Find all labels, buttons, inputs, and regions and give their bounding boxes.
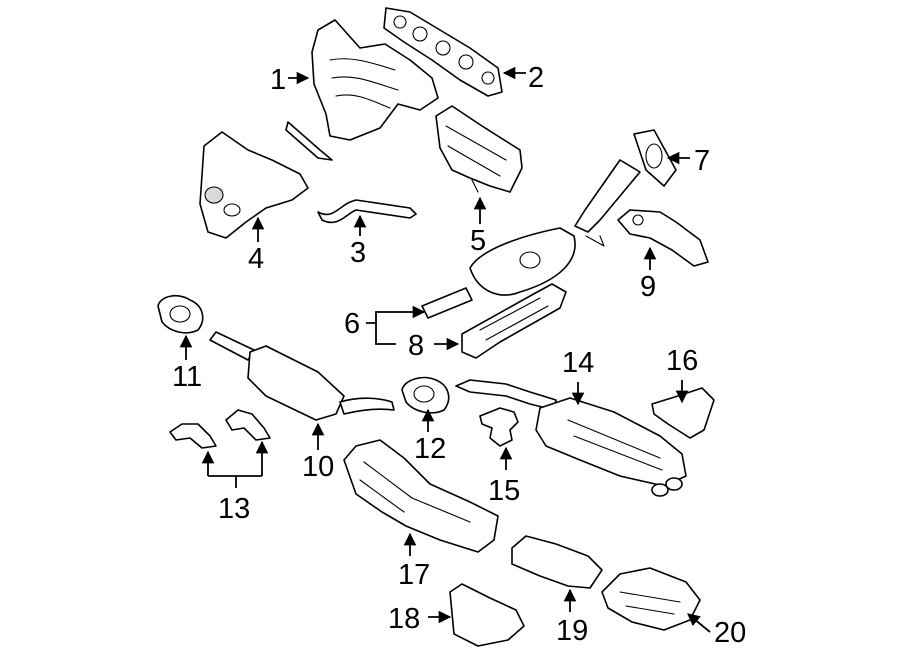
callout-6: 6 [344, 308, 360, 340]
clamp-11 [157, 294, 204, 334]
leader-lines [179, 66, 711, 633]
catalytic-converter [421, 159, 641, 319]
bracket-3 [317, 199, 417, 224]
heat-shield-18 [449, 583, 525, 647]
manifold-gasket [383, 7, 503, 97]
heat-shield-19 [511, 535, 603, 589]
callout-10: 10 [302, 451, 334, 483]
callout-labels: 1 2 3 4 5 6 7 8 9 10 11 12 13 14 15 16 1… [172, 62, 746, 649]
callout-1: 1 [270, 64, 286, 96]
brackets-13 [169, 409, 271, 449]
shield-5 [435, 105, 523, 193]
heat-shield-16 [651, 387, 715, 439]
callout-19: 19 [556, 615, 588, 647]
callout-13: 13 [218, 493, 250, 525]
callout-4: 4 [248, 243, 264, 275]
clamp-12 [401, 376, 450, 414]
gasket-7 [633, 129, 677, 187]
callout-17: 17 [398, 559, 430, 591]
callout-2: 2 [528, 62, 544, 94]
callout-11: 11 [172, 361, 202, 393]
callout-5: 5 [470, 225, 486, 257]
callout-8: 8 [408, 330, 424, 362]
exhaust-manifold [285, 19, 439, 161]
callout-3: 3 [350, 237, 366, 269]
callout-14: 14 [562, 347, 594, 379]
floor-heat-shield [343, 439, 499, 553]
manifold-heat-shield [199, 131, 309, 239]
callout-16: 16 [666, 345, 698, 377]
callout-18: 18 [388, 603, 420, 635]
bracket-9 [617, 209, 709, 267]
callout-12: 12 [414, 433, 446, 465]
callout-7: 7 [694, 145, 710, 177]
heat-shield-8 [461, 283, 567, 359]
callout-20: 20 [714, 617, 746, 649]
heat-shield-20 [601, 567, 701, 631]
callout-9: 9 [640, 271, 656, 303]
callout-15: 15 [488, 475, 520, 507]
rear-muffler [455, 379, 687, 497]
hanger-15 [479, 407, 519, 447]
muffler [209, 331, 395, 421]
